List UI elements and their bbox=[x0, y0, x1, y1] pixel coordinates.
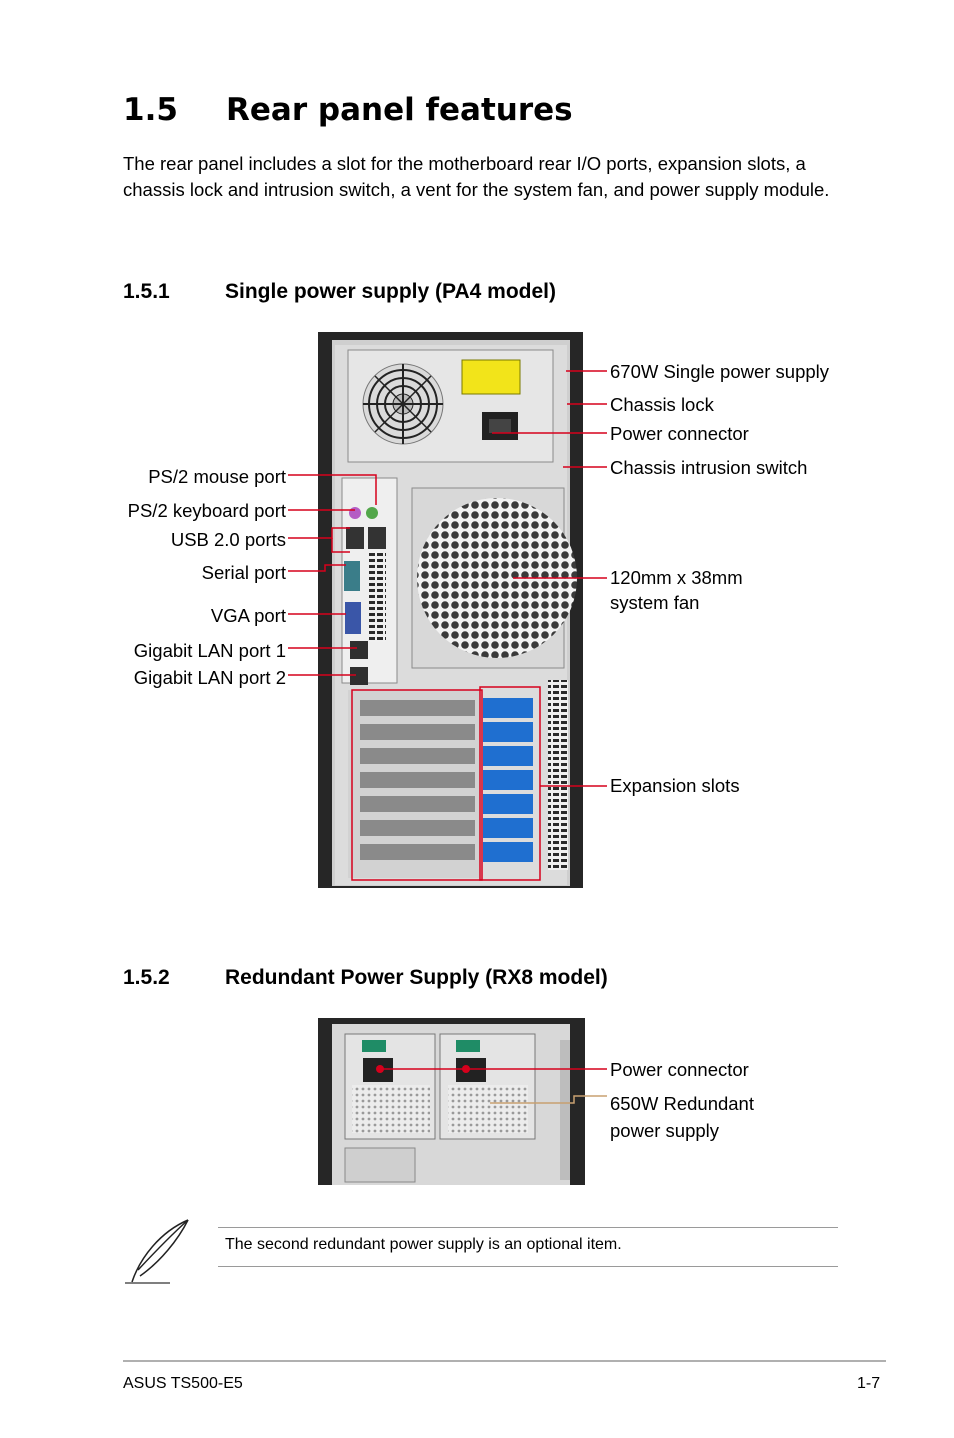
section-number: 1.5 bbox=[123, 92, 178, 128]
intro-paragraph: The rear panel includes a slot for the m… bbox=[123, 153, 830, 200]
subsection-1-title: Single power supply (PA4 model) bbox=[225, 280, 556, 303]
label-ps2-keyboard: PS/2 keyboard port bbox=[127, 500, 286, 521]
subsection-1-number: 1.5.1 bbox=[123, 280, 170, 303]
redundant-psu-image bbox=[318, 1018, 585, 1185]
label-lan1: Gigabit LAN port 1 bbox=[133, 640, 286, 661]
footer-page-number: 1-7 bbox=[857, 1375, 881, 1392]
chassis-image bbox=[318, 332, 583, 888]
label-serial: Serial port bbox=[201, 562, 286, 583]
label-intrusion-switch: Chassis intrusion switch bbox=[610, 457, 808, 478]
label-redundant-psu-line1: 650W Redundant bbox=[610, 1093, 754, 1114]
label-redundant-psu-line2: power supply bbox=[610, 1120, 720, 1141]
subsection-1-heading: 1.5.1 Single power supply (PA4 model) bbox=[123, 280, 556, 304]
label-ps2-mouse: PS/2 mouse port bbox=[148, 466, 286, 487]
section-title: Rear panel features bbox=[226, 92, 573, 128]
label-power-connector-2: Power connector bbox=[610, 1059, 749, 1080]
footer-rule bbox=[123, 1360, 886, 1362]
label-fan-line1: 120mm x 38mm bbox=[610, 567, 743, 588]
note-text: The second redundant power supply is an … bbox=[225, 1236, 622, 1253]
subsection-2-heading: 1.5.2 Redundant Power Supply (RX8 model) bbox=[123, 966, 608, 990]
label-usb: USB 2.0 ports bbox=[170, 529, 286, 550]
label-fan-line2: system fan bbox=[610, 592, 700, 613]
subsection-2-number: 1.5.2 bbox=[123, 966, 170, 989]
label-chassis-lock: Chassis lock bbox=[610, 394, 714, 415]
subsection-2-title: Redundant Power Supply (RX8 model) bbox=[225, 966, 608, 989]
quill-pen-icon bbox=[125, 1219, 189, 1284]
section-heading: 1.5 Rear panel features bbox=[123, 92, 573, 128]
label-psu: 670W Single power supply bbox=[610, 361, 830, 382]
label-expansion-slots: Expansion slots bbox=[610, 775, 740, 796]
label-vga: VGA port bbox=[210, 605, 286, 626]
note-top-rule bbox=[218, 1227, 838, 1228]
label-lan2: Gigabit LAN port 2 bbox=[133, 667, 286, 688]
note-bottom-rule bbox=[218, 1266, 838, 1267]
label-power-connector: Power connector bbox=[610, 423, 749, 444]
callout-lines-2 bbox=[376, 1065, 607, 1104]
footer-product: ASUS TS500-E5 bbox=[123, 1375, 243, 1392]
callout-lines bbox=[288, 370, 607, 881]
